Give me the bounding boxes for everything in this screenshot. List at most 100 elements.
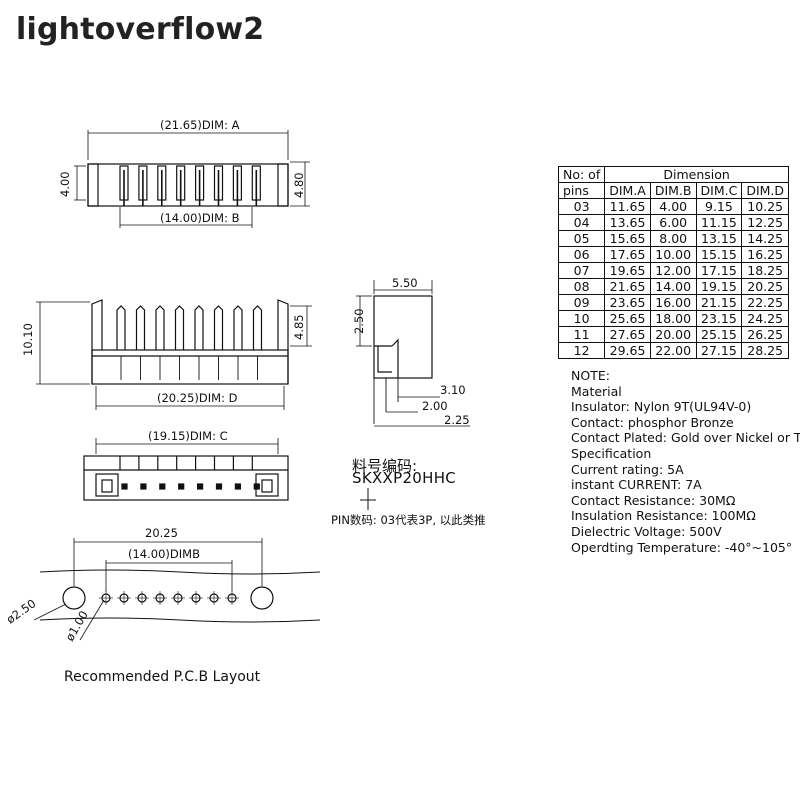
table-cell-pins: 05 bbox=[557, 230, 606, 247]
pcb-big-hole-label: ø2.50 bbox=[4, 596, 39, 626]
bottom-pin-hole bbox=[234, 483, 241, 490]
table-cell-value: 23.15 bbox=[695, 310, 743, 327]
table-cell-pins: 08 bbox=[557, 278, 606, 295]
pcb-layout bbox=[33, 538, 321, 641]
front-pin bbox=[213, 305, 224, 350]
table-cell-value: 22.25 bbox=[741, 294, 790, 311]
table-cell-value: 23.65 bbox=[604, 294, 651, 311]
table-cell-value: 8.00 bbox=[649, 230, 697, 247]
table-cell-value: 17.65 bbox=[604, 246, 651, 263]
front-right-height-label: 4.85 bbox=[292, 314, 306, 340]
table-cell-value: 11.65 bbox=[604, 198, 651, 215]
bottom-pin-hole bbox=[178, 483, 185, 490]
table-cell-value: 20.00 bbox=[649, 326, 697, 343]
table-cell-value: 18.00 bbox=[649, 310, 697, 327]
front-pin bbox=[174, 305, 185, 350]
top-left-height-label: 4.00 bbox=[58, 171, 72, 197]
table-cell-value: 16.00 bbox=[649, 294, 697, 311]
note-line: Dielectric Voltage: 500V bbox=[571, 523, 722, 539]
pin-note: PIN数码: 03代表3P, 以此类推 bbox=[331, 513, 486, 527]
table-cell-value: 28.25 bbox=[741, 342, 790, 359]
note-line: Contact Resistance: 30MΩ bbox=[571, 492, 736, 508]
dim-b-label: (14.00)DIM: B bbox=[160, 211, 240, 225]
pcb-dim-b-label: (14.00)DIMB bbox=[128, 547, 200, 561]
table-cell-value: 27.15 bbox=[695, 342, 743, 359]
side-view bbox=[356, 280, 470, 427]
table-cell-pins: 12 bbox=[557, 342, 606, 359]
table-cell-value: 11.15 bbox=[695, 214, 743, 231]
table-cell-pins: 03 bbox=[557, 198, 606, 215]
table-cell-value: 26.25 bbox=[741, 326, 790, 343]
table-header-dimd: DIM.D bbox=[741, 182, 790, 199]
note-line: Insulation Resistance: 100MΩ bbox=[571, 508, 756, 524]
front-pin bbox=[252, 305, 263, 350]
front-view bbox=[36, 299, 312, 410]
top-right-height-label: 4.80 bbox=[292, 172, 306, 198]
table-cell-value: 20.25 bbox=[741, 278, 790, 295]
table-cell-value: 27.65 bbox=[604, 326, 651, 343]
note-line: instant CURRENT: 7A bbox=[571, 477, 702, 493]
bottom-pin-hole bbox=[121, 483, 128, 490]
pcb-small-hole-label: ø1.00 bbox=[62, 608, 90, 643]
table-cell-pins: 11 bbox=[557, 326, 606, 343]
table-cell-value: 22.00 bbox=[649, 342, 697, 359]
part-number-label: 料号编码: bbox=[352, 457, 418, 475]
dim-d-label: (20.25)DIM: D bbox=[157, 391, 238, 405]
watermark-text: lightoverflow2 bbox=[16, 12, 265, 47]
front-pin bbox=[135, 305, 146, 350]
note-line: NOTE: bbox=[571, 368, 610, 383]
table-cell-value: 19.65 bbox=[604, 262, 651, 279]
table-cell-value: 29.65 bbox=[604, 342, 651, 359]
pcb-holes bbox=[99, 591, 239, 605]
table-cell-value: 24.25 bbox=[741, 310, 790, 327]
top-view bbox=[74, 130, 310, 228]
table-cell-value: 10.25 bbox=[741, 198, 790, 215]
table-cell-value: 13.15 bbox=[695, 230, 743, 247]
table-cell-value: 15.15 bbox=[695, 246, 743, 263]
table-cell-value: 12.00 bbox=[649, 262, 697, 279]
pcb-caption: Recommended P.C.B Layout bbox=[64, 669, 261, 685]
table-cell-value: 6.00 bbox=[649, 214, 697, 231]
table-cell-value: 16.25 bbox=[741, 246, 790, 263]
note-line: Current rating: 5A bbox=[571, 461, 684, 477]
part-number-code: SKXXP20HHC bbox=[352, 469, 457, 487]
note-line: Contact: phosphor Bronze bbox=[571, 414, 734, 430]
table-cell-value: 10.00 bbox=[649, 246, 697, 263]
table-cell-pins: 09 bbox=[557, 294, 606, 311]
table-cell-pins: 06 bbox=[557, 246, 606, 263]
table-cell-pins: 04 bbox=[557, 214, 606, 231]
front-pin bbox=[116, 305, 126, 350]
bottom-pin-hole bbox=[197, 483, 204, 490]
table-cell-value: 14.00 bbox=[649, 278, 697, 295]
table-cell-value: 9.15 bbox=[695, 198, 743, 215]
table-cell-value: 21.15 bbox=[695, 294, 743, 311]
table-cell-value: 17.15 bbox=[695, 262, 743, 279]
table-cell-value: 19.15 bbox=[695, 278, 743, 295]
front-left-height-label: 10.10 bbox=[21, 323, 35, 356]
note-line: Insulator: Nylon 9T(UL94V-0) bbox=[571, 399, 752, 415]
dim-c-label: (19.15)DIM: C bbox=[148, 429, 228, 443]
table-header-pins: pins bbox=[557, 182, 606, 199]
table-cell-value: 15.65 bbox=[604, 230, 651, 247]
side-310-label: 3.10 bbox=[440, 383, 466, 397]
bottom-view-pins bbox=[119, 456, 260, 490]
table-cell-pins: 10 bbox=[557, 310, 606, 327]
table-header-noof: No: of bbox=[557, 166, 606, 183]
bottom-pin-hole bbox=[253, 483, 260, 490]
table-header-dimb: DIM.B bbox=[649, 182, 697, 199]
table-cell-value: 4.00 bbox=[649, 198, 697, 215]
note-line: Specification bbox=[571, 445, 652, 461]
side-200-label: 2.00 bbox=[422, 399, 448, 413]
table-cell-value: 13.65 bbox=[604, 214, 651, 231]
